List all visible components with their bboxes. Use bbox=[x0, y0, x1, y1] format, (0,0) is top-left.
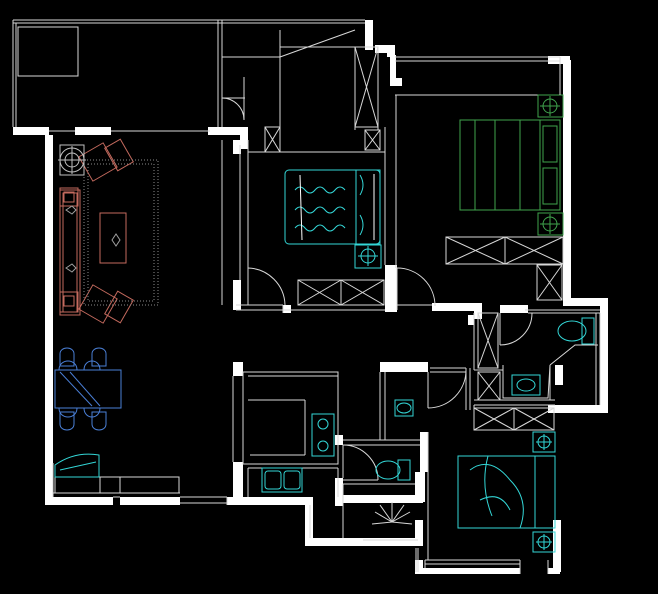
master-bedroom-bed bbox=[459, 94, 564, 236]
living-room-cushions bbox=[65, 205, 121, 273]
dining-table bbox=[54, 347, 122, 431]
living-room-rug bbox=[83, 159, 159, 306]
windows bbox=[12, 23, 561, 572]
structural-walls bbox=[13, 20, 608, 574]
bathroom-fixtures bbox=[261, 317, 595, 493]
secondary-bedroom-bed bbox=[284, 169, 382, 269]
living-room-lamps bbox=[58, 144, 86, 176]
secondary-bedroom-bed-details bbox=[299, 174, 375, 241]
wall-lines bbox=[12, 19, 601, 574]
plant bbox=[371, 502, 413, 525]
living-room-corner-unit bbox=[54, 453, 100, 478]
third-bedroom-bed bbox=[457, 431, 556, 553]
